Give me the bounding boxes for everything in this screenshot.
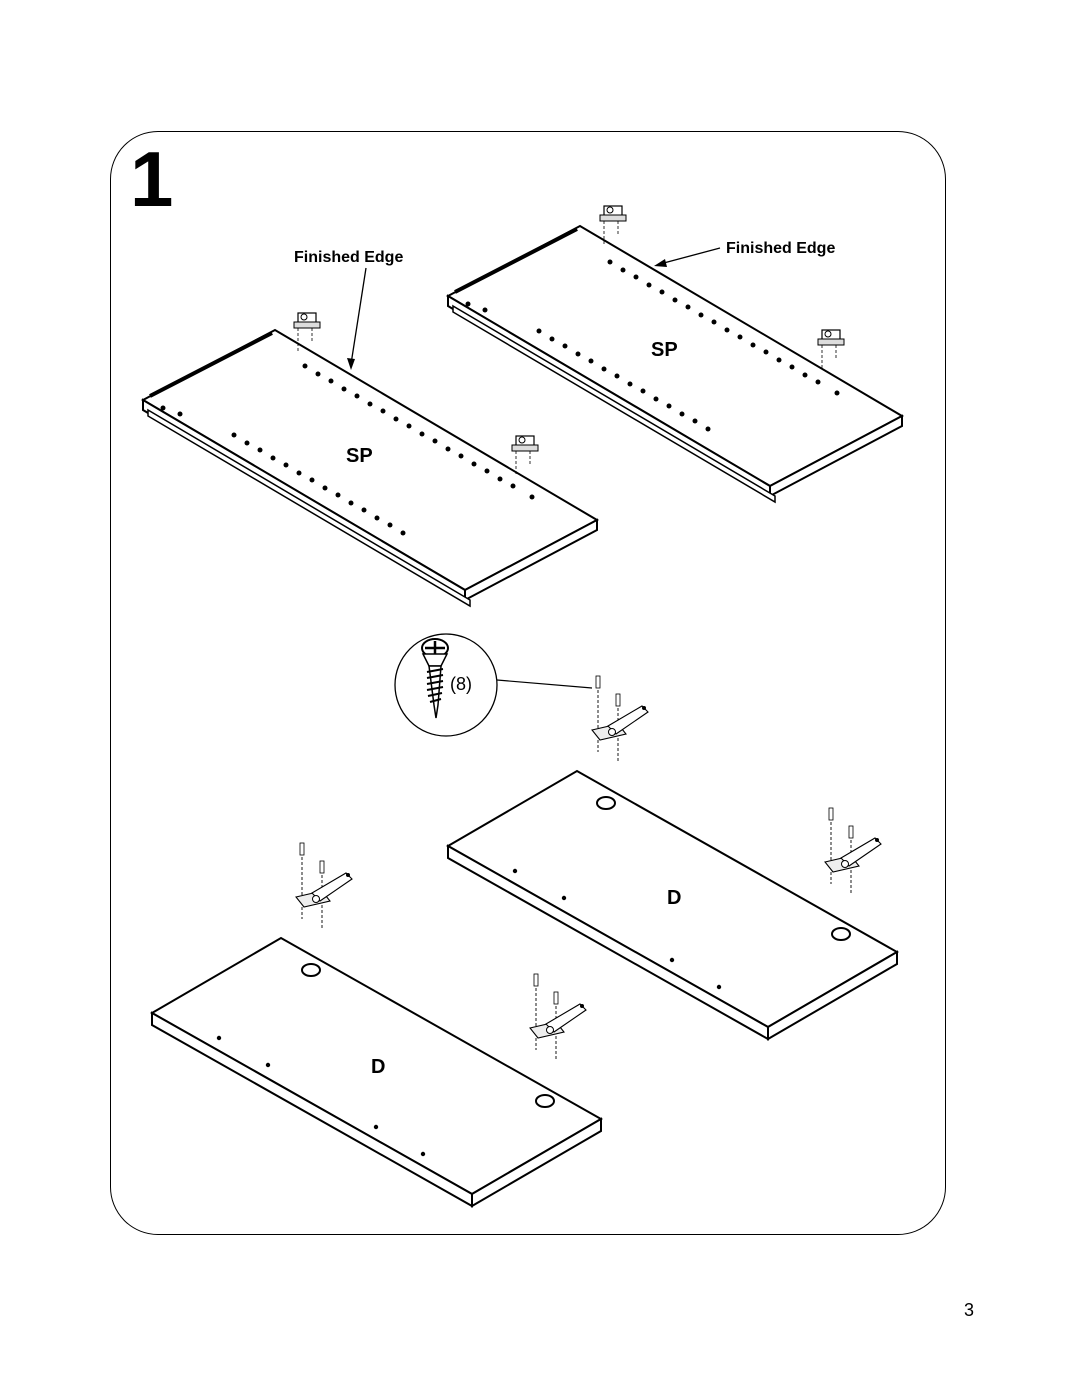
cam-fitting-right-bottom	[817, 329, 845, 371]
door-right-label: D	[667, 887, 681, 909]
step-number: 1	[130, 135, 174, 223]
screw-quantity: (8)	[450, 674, 472, 694]
door-left	[149, 842, 604, 1208]
screw-callout-leader	[496, 679, 593, 689]
hinge-door-right-bottom	[824, 807, 882, 895]
side-panel-right	[445, 205, 905, 504]
hinge-door-left-bottom	[529, 973, 587, 1061]
side-panel-right-label: SP	[651, 339, 678, 361]
hinge-door-left-top	[295, 842, 353, 930]
phillips-flat-head-screw-icon	[421, 638, 449, 719]
door-right	[445, 675, 900, 1041]
door-left-label: D	[371, 1056, 385, 1078]
side-panel-left	[140, 312, 600, 608]
finished-edge-label-left: Finished Edge	[294, 249, 403, 266]
cam-fitting-left-bottom	[511, 435, 539, 477]
finished-edge-label-right: Finished Edge	[726, 240, 835, 257]
step-frame	[110, 131, 946, 1235]
hinge-door-right-top	[591, 675, 649, 763]
screw-callout: (8)	[394, 633, 593, 737]
side-panel-left-label: SP	[346, 445, 373, 467]
page-number: 3	[964, 1300, 975, 1320]
finished-edge-arrow-right	[654, 247, 721, 267]
finished-edge-arrow-left	[347, 267, 367, 370]
